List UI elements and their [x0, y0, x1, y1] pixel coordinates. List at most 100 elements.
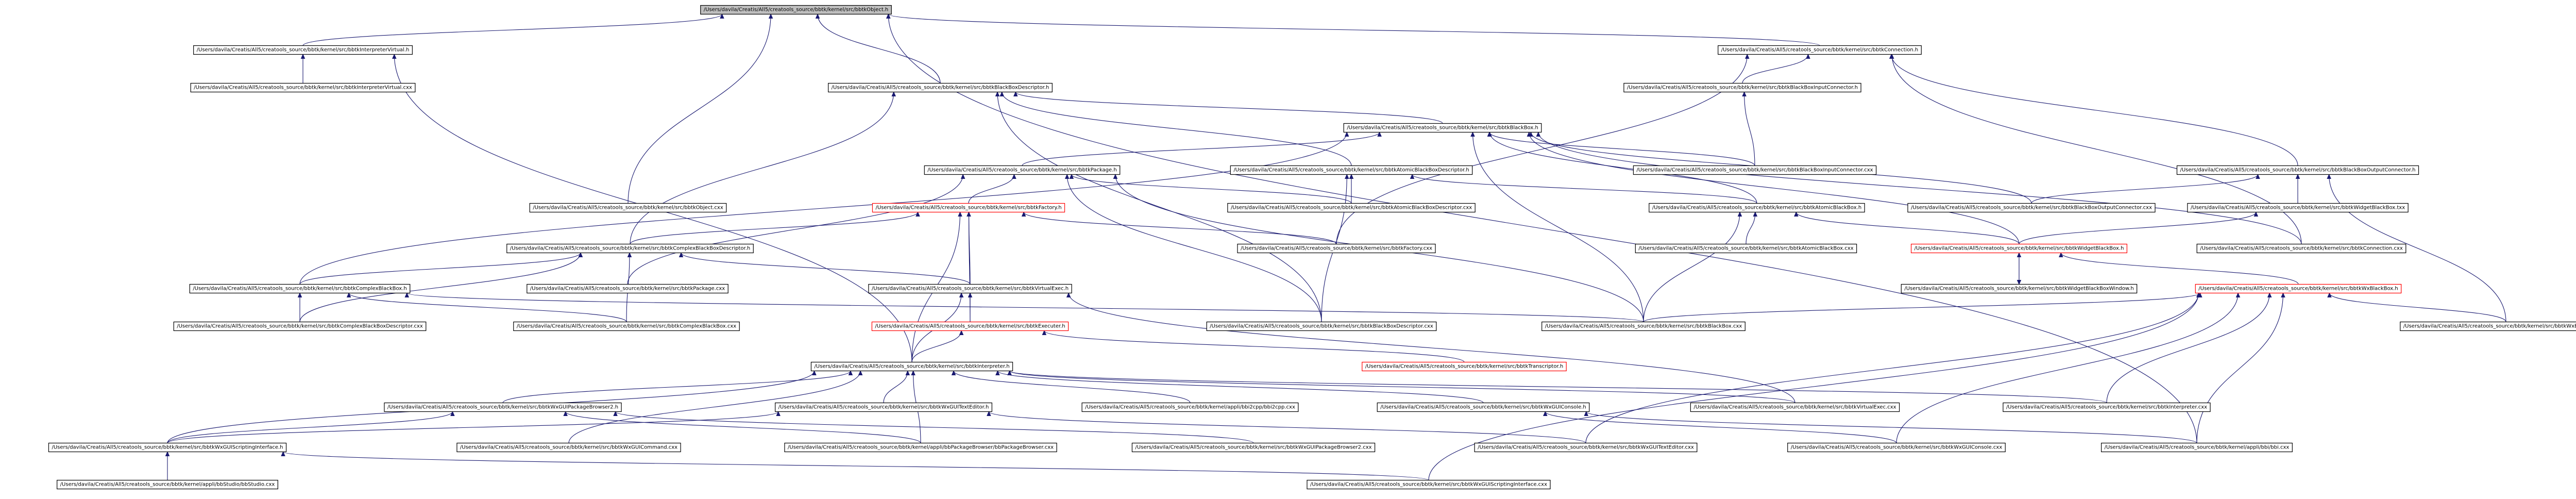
file-node-bbtkWxGUITextEditor-cxx[interactable]: /Users/davila/Creatis/All5/creatools_sou… — [1474, 442, 1698, 453]
include-edge — [1009, 371, 2107, 403]
include-edge-arrowhead — [1543, 411, 1548, 416]
file-node-bbtkWxGUITextEditor-h[interactable]: /Users/davila/Creatis/All5/creatools_sou… — [775, 402, 992, 412]
file-node-bbtkInterpreterVirtual-h[interactable]: /Users/davila/Creatis/All5/creatools_sou… — [193, 45, 413, 55]
include-edge — [911, 330, 962, 362]
file-node-label: /Users/davila/Creatis/All5/creatools_sou… — [1233, 168, 1469, 173]
file-node-bbtkBlackBox-h[interactable]: /Users/davila/Creatis/All5/creatools_sou… — [1343, 123, 1542, 133]
file-node-label: /Users/davila/Creatis/All5/creatools_sou… — [1904, 286, 2133, 292]
file-node-box — [700, 5, 892, 15]
file-node-box — [189, 284, 411, 294]
file-node-box — [1206, 321, 1437, 331]
file-node-bbtkBlackBoxOutputConnector-cxx[interactable]: /Users/davila/Creatis/All5/creatools_sou… — [1907, 203, 2156, 213]
file-node-box — [872, 203, 1065, 213]
file-node-bbtkWxBlackBox-h[interactable]: /Users/davila/Creatis/All5/creatools_sou… — [2195, 284, 2402, 294]
file-node-bbtkWxGUIScriptingInterface-h[interactable]: /Users/davila/Creatis/All5/creatools_sou… — [48, 442, 287, 453]
file-node-bbtkPackage-cxx[interactable]: /Users/davila/Creatis/All5/creatools_sou… — [527, 284, 728, 294]
include-edge — [630, 212, 918, 244]
file-node-label: /Users/davila/Creatis/All5/creatools_sou… — [1380, 405, 1586, 410]
include-edge — [568, 371, 861, 443]
include-edge-arrowhead — [812, 370, 817, 375]
file-node-bbtkVirtualExec-cxx[interactable]: /Users/davila/Creatis/All5/creatools_sou… — [1690, 402, 1900, 412]
include-edge-arrowhead — [1007, 370, 1012, 375]
include-edge — [1643, 212, 1740, 322]
file-node-bbtkWidgetBlackBoxWindow-h[interactable]: /Users/davila/Creatis/All5/creatools_sou… — [1901, 284, 2138, 294]
file-node-bbtkObject-h[interactable]: /Users/davila/Creatis/All5/creatools_sou… — [700, 5, 892, 15]
include-edge-arrowhead — [281, 451, 285, 456]
include-edge-arrowhead — [578, 252, 583, 257]
include-edge — [1586, 411, 2197, 443]
file-node-box — [2101, 442, 2293, 453]
include-edge — [1489, 132, 1757, 204]
file-node-box — [1081, 402, 1299, 412]
include-edge-arrowhead — [1042, 330, 1047, 335]
include-edge — [1538, 132, 2302, 244]
file-node-bbi-cxx[interactable]: /Users/davila/Creatis/All5/creatools_sou… — [2101, 442, 2293, 453]
file-node-bbtkWxGUIPackageBrowser2-h[interactable]: /Users/davila/Creatis/All5/creatools_sou… — [384, 402, 622, 412]
include-edge — [1412, 174, 1757, 204]
include-edge-arrowhead — [1536, 131, 1541, 137]
file-node-bbtkConnection-cxx[interactable]: /Users/davila/Creatis/All5/creatools_sou… — [2196, 243, 2406, 254]
file-node-bbi2cpp-cxx[interactable]: /Users/davila/Creatis/All5/creatools_sou… — [1081, 402, 1299, 412]
include-edge — [1744, 92, 1755, 166]
file-node-bbtkWxBlackBox-cxx[interactable]: /Users/davila/Creatis/All5/creatools_sou… — [2400, 321, 2576, 331]
include-edge — [1545, 411, 1897, 443]
file-node-bbtkInterpreter-h[interactable]: /Users/davila/Creatis/All5/creatools_sou… — [810, 361, 1013, 372]
file-node-label: /Users/davila/Creatis/All5/creatools_sou… — [1791, 445, 2003, 451]
file-node-bbtkConnection-h[interactable]: /Users/davila/Creatis/All5/creatools_sou… — [1718, 45, 1922, 55]
file-node-bbtkWxGUIConsole-h[interactable]: /Users/davila/Creatis/All5/creatools_sou… — [1377, 402, 1590, 412]
file-node-bbtkBlackBoxInputConnector-cxx[interactable]: /Users/davila/Creatis/All5/creatools_sou… — [1633, 165, 1877, 175]
file-node-bbtkBlackBoxOutputConnector-h[interactable]: /Users/davila/Creatis/All5/creatools_sou… — [2176, 165, 2419, 175]
file-node-bbtkWidgetBlackBox-txx[interactable]: /Users/davila/Creatis/All5/creatools_sou… — [2187, 203, 2409, 213]
file-node-bbtkComplexBlackBoxDescriptor-h[interactable]: /Users/davila/Creatis/All5/creatools_sou… — [506, 243, 754, 254]
file-node-box — [384, 402, 622, 412]
include-edge-arrowhead — [1742, 91, 1747, 96]
include-edge — [2196, 293, 2283, 443]
file-node-bbtkVirtualExec-h[interactable]: /Users/davila/Creatis/All5/creatools_sou… — [868, 284, 1072, 294]
include-edge — [502, 371, 851, 403]
file-node-bbtkFactory-cxx[interactable]: /Users/davila/Creatis/All5/creatools_sou… — [1237, 243, 1436, 254]
file-node-bbtkComplexBlackBoxDescriptor-cxx[interactable]: /Users/davila/Creatis/All5/creatools_sou… — [173, 321, 427, 331]
file-node-bbStudio-cxx[interactable]: /Users/davila/Creatis/All5/creatools_sou… — [57, 479, 278, 490]
file-node-box — [2400, 321, 2576, 331]
file-node-bbtkInterpreterVirtual-cxx[interactable]: /Users/davila/Creatis/All5/creatools_sou… — [190, 82, 416, 93]
file-node-box — [190, 82, 416, 93]
include-edge-arrowhead — [2281, 292, 2285, 297]
file-node-label: /Users/davila/Creatis/All5/creatools_sou… — [530, 286, 725, 292]
file-node-bbtkBlackBoxDescriptor-cxx[interactable]: /Users/davila/Creatis/All5/creatools_sou… — [1206, 321, 1437, 331]
file-node-bbtkInterpreter-cxx[interactable]: /Users/davila/Creatis/All5/creatools_sou… — [2003, 402, 2211, 412]
file-node-bbPackageBrowser-cxx[interactable]: /Users/davila/Creatis/All5/creatools_sou… — [784, 442, 1057, 453]
file-node-bbtkAtomicBlackBox-cxx[interactable]: /Users/davila/Creatis/All5/creatools_sou… — [1635, 243, 1857, 254]
file-node-bbtkBlackBoxInputConnector-h[interactable]: /Users/davila/Creatis/All5/creatools_sou… — [1623, 82, 1861, 93]
include-edge-arrowhead — [911, 370, 916, 375]
file-node-bbtkBlackBox-cxx[interactable]: /Users/davila/Creatis/All5/creatools_sou… — [1541, 321, 1745, 331]
file-node-bbtkWxGUIPackageBrowser2-cxx[interactable]: /Users/davila/Creatis/All5/creatools_sou… — [1131, 442, 1376, 453]
file-node-bbtkObject-cxx[interactable]: /Users/davila/Creatis/All5/creatools_sou… — [529, 203, 727, 213]
include-edge — [888, 14, 1820, 46]
file-node-bbtkComplexBlackBox-h[interactable]: /Users/davila/Creatis/All5/creatools_sou… — [189, 284, 411, 294]
file-node-bbtkComplexBlackBox-cxx[interactable]: /Users/davila/Creatis/All5/creatools_sou… — [513, 321, 740, 331]
file-node-label: /Users/davila/Creatis/All5/creatools_sou… — [872, 286, 1069, 292]
file-node-bbtkAtomicBlackBox-h[interactable]: /Users/davila/Creatis/All5/creatools_sou… — [1649, 203, 1865, 213]
file-node-label: /Users/davila/Creatis/All5/creatools_sou… — [60, 482, 275, 488]
file-node-bbtkExecuter-h[interactable]: /Users/davila/Creatis/All5/creatools_sou… — [871, 321, 1069, 331]
file-node-bbtkAtomicBlackBoxDescriptor-h[interactable]: /Users/davila/Creatis/All5/creatools_sou… — [1230, 165, 1473, 175]
file-node-box — [173, 321, 427, 331]
file-node-box — [48, 442, 287, 453]
include-edge — [348, 293, 627, 322]
include-edge-arrowhead — [1021, 211, 1026, 217]
file-node-bbtkBlackBoxDescriptor-h[interactable]: /Users/davila/Creatis/All5/creatools_sou… — [828, 82, 1053, 93]
include-edge — [1022, 132, 1380, 166]
file-node-label: /Users/davila/Creatis/All5/creatools_sou… — [177, 324, 423, 329]
include-edge-arrowhead — [679, 252, 684, 257]
include-edge-arrowhead — [297, 292, 302, 297]
file-node-bbtkTranscriptor-h[interactable]: /Users/davila/Creatis/All5/creatools_sou… — [1362, 361, 1567, 372]
file-node-bbtkPackage-h[interactable]: /Users/davila/Creatis/All5/creatools_sou… — [924, 165, 1121, 175]
file-node-bbtkWxGUIConsole-cxx[interactable]: /Users/davila/Creatis/All5/creatools_sou… — [1787, 442, 2006, 453]
include-edge — [2329, 174, 2506, 322]
file-node-bbtkWidgetBlackBox-h[interactable]: /Users/davila/Creatis/All5/creatools_sou… — [1910, 243, 2128, 254]
file-node-bbtkWxGUICommand-cxx[interactable]: /Users/davila/Creatis/All5/creatools_sou… — [456, 442, 681, 453]
include-edge — [299, 253, 581, 285]
file-node-bbtkWxGUIScriptingInterface-cxx[interactable]: /Users/davila/Creatis/All5/creatools_sou… — [1307, 479, 1551, 490]
file-node-bbtkAtomicBlackBoxDescriptor-cxx[interactable]: /Users/davila/Creatis/All5/creatools_sou… — [1227, 203, 1476, 213]
file-node-bbtkFactory-h[interactable]: /Users/davila/Creatis/All5/creatools_sou… — [872, 203, 1065, 213]
